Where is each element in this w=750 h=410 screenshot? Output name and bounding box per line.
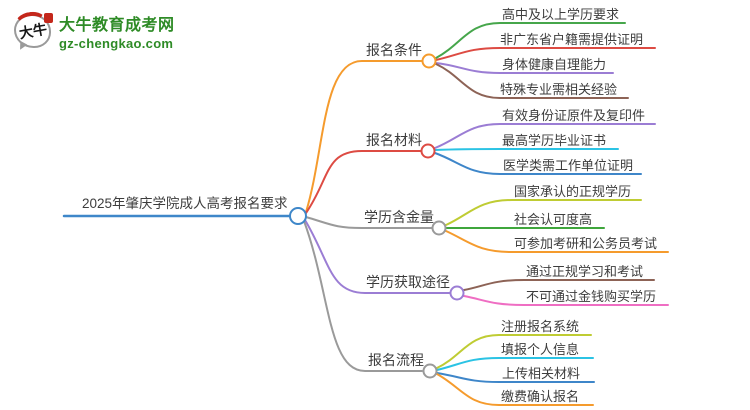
connector-leaf-2-2 <box>445 230 669 253</box>
leaf-label: 填报个人信息 <box>501 342 580 357</box>
logo-red-seal-icon <box>44 13 53 23</box>
leaf-label: 最高学历毕业证书 <box>502 133 607 148</box>
site-logo[interactable]: 大牛 大牛教育成考网 gz-chengkao.com <box>13 9 175 56</box>
connector-branch-2 <box>305 216 433 229</box>
leaf-label: 上传相关材料 <box>502 366 581 381</box>
connector-leaf-1-2 <box>434 152 642 175</box>
branch-4-node-handle <box>422 363 438 379</box>
branch-label-signup-process: 报名流程 <box>368 352 424 368</box>
leaf-label: 不可通过金钱购买学历 <box>526 289 657 304</box>
leaf-label: 有效身份证原件及复印件 <box>502 108 646 123</box>
branch-0-node-handle <box>421 53 437 69</box>
leaf-label: 医学类需工作单位证明 <box>503 158 634 173</box>
connector-leaf-2-0 <box>445 199 642 226</box>
connector-leaf-3-1 <box>463 295 669 306</box>
brand-url: gz-chengkao.com <box>59 36 174 51</box>
logo-speech-bubble-icon: 大牛 <box>13 9 53 56</box>
connector-leaf-4-0 <box>436 334 592 369</box>
branch-label-degree-path: 学历获取途径 <box>366 274 450 290</box>
leaf-label: 注册报名系统 <box>501 319 580 334</box>
leaf-label: 特殊专业需相关经验 <box>500 82 618 97</box>
leaf-label: 非广东省户籍需提供证明 <box>500 32 644 47</box>
branch-label-signup-materials: 报名材料 <box>366 132 422 148</box>
connector-leaf-0-0 <box>435 22 626 59</box>
connector-leaf-0-3 <box>435 63 629 99</box>
connector-leaf-3-0 <box>463 279 655 291</box>
connector-leaf-1-0 <box>434 123 656 149</box>
connector-branch-3 <box>304 219 451 294</box>
root-topic: 2025年肇庆学院成人高考报名要求 <box>82 196 288 211</box>
connector-branch-0 <box>305 60 423 213</box>
branch-2-node-handle <box>431 220 447 236</box>
connector-leaf-1-1 <box>434 148 619 151</box>
branch-3-node-handle <box>449 285 465 301</box>
branch-1-node-handle <box>420 143 436 159</box>
brand-text-block: 大牛教育成考网 gz-chengkao.com <box>59 11 175 51</box>
connector-leaf-4-2 <box>436 372 595 383</box>
root-node-handle <box>289 207 307 225</box>
connector-branch-4 <box>303 220 423 372</box>
leaf-label: 身体健康自理能力 <box>502 57 607 72</box>
connector-branch-1 <box>305 150 422 214</box>
connector-leaf-4-1 <box>436 357 594 371</box>
connector-leaf-0-1 <box>435 47 656 61</box>
connector-leaf-4-3 <box>436 373 594 406</box>
leaf-label: 可参加考研和公务员考试 <box>514 236 658 251</box>
connector-leaf-0-2 <box>435 62 614 74</box>
branch-label-signup-conditions: 报名条件 <box>366 42 422 58</box>
leaf-label: 通过正规学习和考试 <box>526 264 644 279</box>
leaf-label: 缴费确认报名 <box>501 389 580 404</box>
leaf-label: 高中及以上学历要求 <box>502 7 620 22</box>
logo-characters: 大牛 <box>17 21 48 43</box>
brand-name: 大牛教育成考网 <box>59 17 175 34</box>
branch-label-degree-value: 学历含金量 <box>364 209 434 225</box>
leaf-label: 国家承认的正规学历 <box>514 184 632 199</box>
leaf-label: 社会认可度高 <box>514 212 593 227</box>
